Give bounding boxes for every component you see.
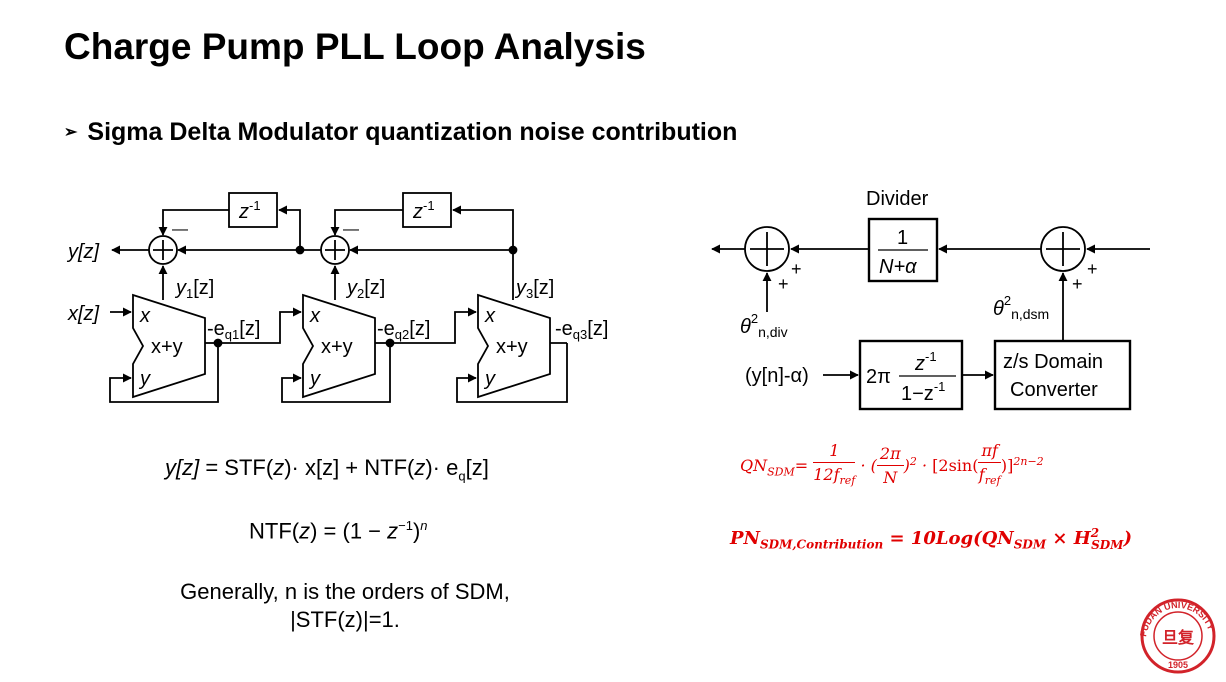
pll-labels: Divider 1 N+α + + + + θ2n,div θ2n,dsm (y… xyxy=(740,188,1103,405)
output-label: y[z] xyxy=(66,241,100,263)
tf-gain: 2π xyxy=(866,366,891,388)
logo-seal-glyph: 旦复 xyxy=(1162,628,1195,647)
y3-label: y3[z] xyxy=(514,277,554,301)
note-line-1: Generally, n is the orders of SDM, xyxy=(180,579,510,604)
bullet-text: Sigma Delta Modulator quantization noise… xyxy=(87,118,738,146)
stage1-port-sum: x+y xyxy=(151,336,183,358)
note-line-2: |STF(z)|=1. xyxy=(290,607,400,632)
theta-div-label: θ2n,div xyxy=(740,311,788,340)
converter-line2: Converter xyxy=(1010,379,1098,401)
tf-den: 1−z-1 xyxy=(901,379,945,405)
sdm-note: Generally, n is the orders of SDM, |STF(… xyxy=(140,578,550,634)
sdm-stage-2 xyxy=(302,293,376,399)
node-junction-2 xyxy=(508,245,518,255)
node-junction-1 xyxy=(295,245,305,255)
sdm-stage-1 xyxy=(132,293,206,399)
pll-left-plus-1: + xyxy=(791,259,802,279)
equation-output: y[z] = STF(z)· x[z] + NTF(z)· eq[z] xyxy=(165,455,489,484)
slide-title: Charge Pump PLL Loop Analysis xyxy=(64,26,646,67)
delay-label-2: z-1 xyxy=(412,198,435,223)
e3-label: -eq3[z] xyxy=(555,318,608,342)
sdm-stage-3 xyxy=(477,293,551,399)
bullet-marker: ➢ xyxy=(64,124,78,141)
minus-sign-1: — xyxy=(172,221,188,238)
stage1-port-x: x xyxy=(139,305,151,327)
transfer-function-box xyxy=(858,339,964,411)
e1-label: -eq1[z] xyxy=(207,318,260,342)
theta-dsm-label: θ2n,dsm xyxy=(993,293,1049,322)
divider-num: 1 xyxy=(897,227,908,249)
stage3-port-x: x xyxy=(484,305,496,327)
e2-label: -eq2[z] xyxy=(377,318,430,342)
delay-box-1 xyxy=(228,192,278,228)
input-label: x[z] xyxy=(67,303,100,325)
pll-left-plus-2: + xyxy=(778,274,789,294)
converter-box xyxy=(993,339,1132,411)
pn-formula: PNSDM,Contribution = 10Log(QNSDM × H2SDM… xyxy=(730,526,1132,552)
pll-right-plus-1: + xyxy=(1087,259,1098,279)
minus-sign-2: — xyxy=(343,221,359,238)
fudan-university-logo: FUDAN UNIVERSITY 旦复 1905 xyxy=(1138,598,1216,674)
tf-num: z-1 xyxy=(914,349,937,375)
stage2-port-y: y xyxy=(308,368,321,390)
mash-labels: z-1 z-1 — — y[z] x[z] y1[z] x x+y y -eq1… xyxy=(66,198,608,390)
mash-diagram xyxy=(109,192,568,403)
pll-input-label: (y[n]-α) xyxy=(745,365,809,387)
delay-label-1: z-1 xyxy=(238,198,261,223)
logo-year: 1905 xyxy=(1168,660,1188,670)
pll-right-plus-2: + xyxy=(1072,274,1083,294)
stage1-port-y: y xyxy=(138,368,151,390)
converter-line1: z/s Domain xyxy=(1003,351,1103,373)
stage2-port-x: x xyxy=(309,305,321,327)
y1-label: y1[z] xyxy=(174,277,214,301)
pll-diagram xyxy=(711,217,1150,411)
divider-den: N+α xyxy=(879,256,917,278)
equation-ntf: NTF(z) = (1 − z−1)n xyxy=(249,518,428,544)
bullet-heading: ➢ Sigma Delta Modulator quantization nois… xyxy=(64,118,737,147)
divider-title: Divider xyxy=(866,188,929,210)
stage2-port-sum: x+y xyxy=(321,336,353,358)
y2-label: y2[z] xyxy=(345,277,385,301)
stage3-port-sum: x+y xyxy=(496,336,528,358)
stage3-port-y: y xyxy=(483,368,496,390)
